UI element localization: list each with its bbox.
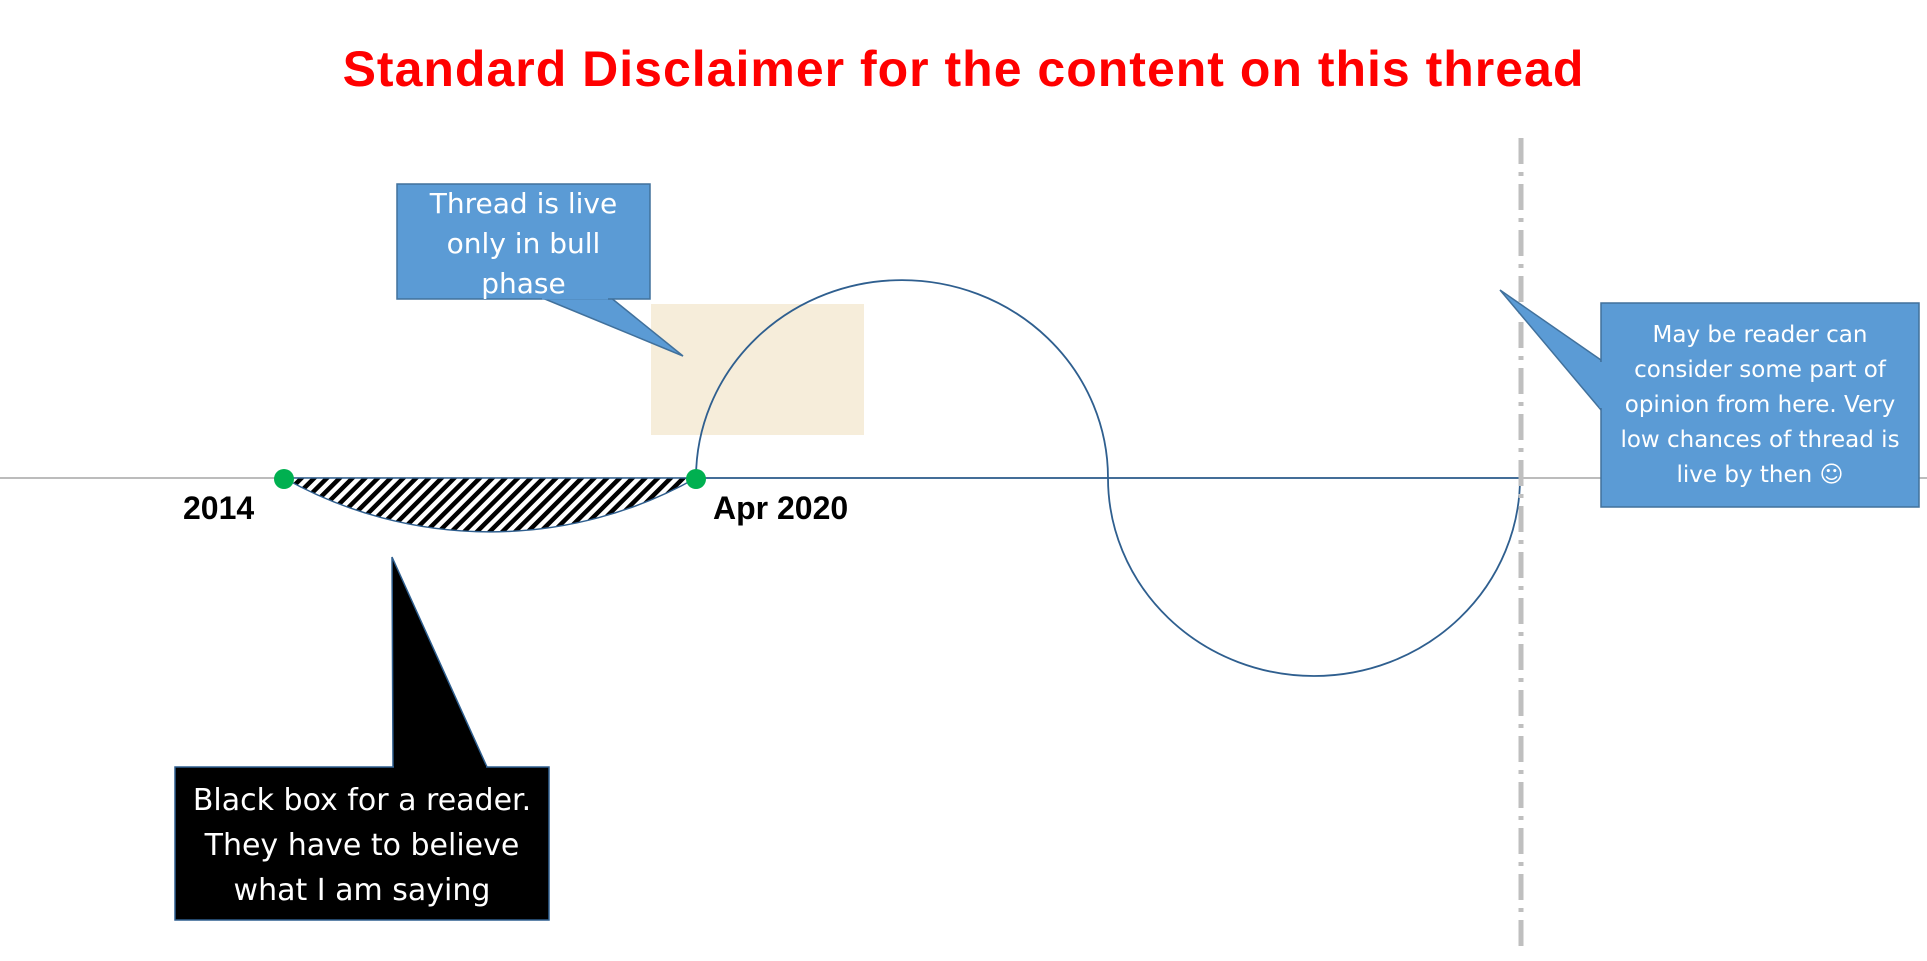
black-box-callout-pointer [391, 556, 489, 768]
bull-phase-callout-box [396, 183, 651, 300]
curve-upper-arc [695, 279, 1109, 479]
label-end-date: Apr 2020 [713, 490, 849, 526]
black-box-callout-box [174, 766, 550, 921]
page-title: Standard Disclaimer for the content on t… [342, 41, 1585, 97]
label-start-date: 2014 [183, 490, 255, 526]
future-callout-pointer [1499, 289, 1602, 413]
end-marker [686, 469, 706, 489]
hatched-semicircle [281, 477, 699, 533]
parchment-box [651, 304, 864, 435]
bull-phase-callout-text: Thread is live only in bull phase [429, 187, 618, 300]
start-marker [274, 469, 294, 489]
curve-lower-arc [1107, 477, 1521, 677]
future-callout-box [1600, 302, 1920, 508]
future-callout-text: May be reader can consider some part of … [1620, 322, 1900, 488]
black-box-callout-text: Black box for a reader. They have to bel… [192, 783, 532, 908]
